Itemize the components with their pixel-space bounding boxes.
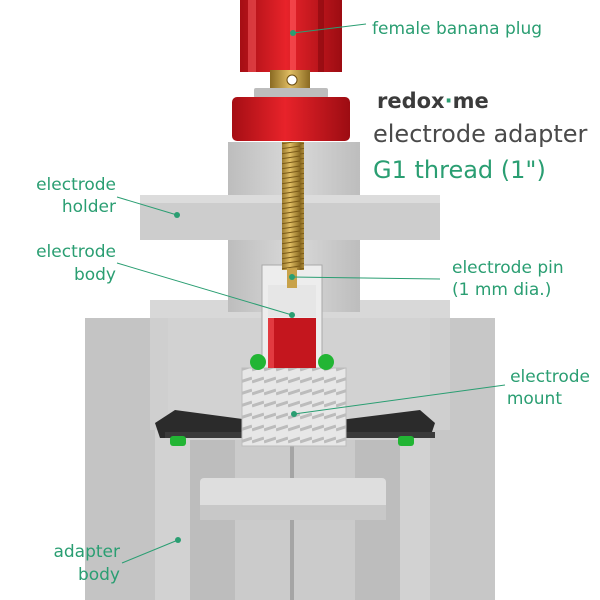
adapter-marker: [175, 537, 181, 543]
electrode-mount-part: [241, 367, 347, 447]
label-electrode-mount-1: electrode: [510, 367, 590, 387]
title-line-2: G1 thread (1"): [373, 156, 546, 184]
label-electrode-body-1: electrode: [36, 242, 116, 262]
label-electrode-mount-2: mount: [507, 389, 563, 409]
title-line-1: electrode adapter: [373, 120, 588, 148]
mount-marker: [291, 411, 297, 417]
o-rings: [170, 354, 414, 446]
banana-plug-marker: [290, 30, 296, 36]
label-female-banana-plug: female banana plug: [372, 19, 542, 39]
body-marker: [289, 312, 295, 318]
holder-marker: [174, 212, 180, 218]
callout-labels: female banana plug electrode holder elec…: [36, 19, 590, 585]
pin-marker: [289, 274, 295, 280]
threaded-rod: [282, 142, 304, 288]
label-electrode-pin-2: (1 mm dia.): [452, 280, 551, 300]
label-electrode-holder-1: electrode: [36, 175, 116, 195]
label-adapter-body-1: adapter: [53, 542, 120, 562]
label-adapter-body-2: body: [78, 565, 120, 585]
leader-lines: [116, 23, 506, 564]
brand-logo: redox·me: [377, 89, 489, 113]
brand-block: redox·me electrode adapter G1 thread (1"…: [373, 89, 588, 184]
label-electrode-holder-2: holder: [62, 197, 116, 217]
electrode-body-part: [268, 285, 316, 368]
label-electrode-body-2: body: [74, 265, 116, 285]
banana-plug-part: [232, 0, 350, 141]
label-electrode-pin-1: electrode pin: [452, 258, 564, 278]
